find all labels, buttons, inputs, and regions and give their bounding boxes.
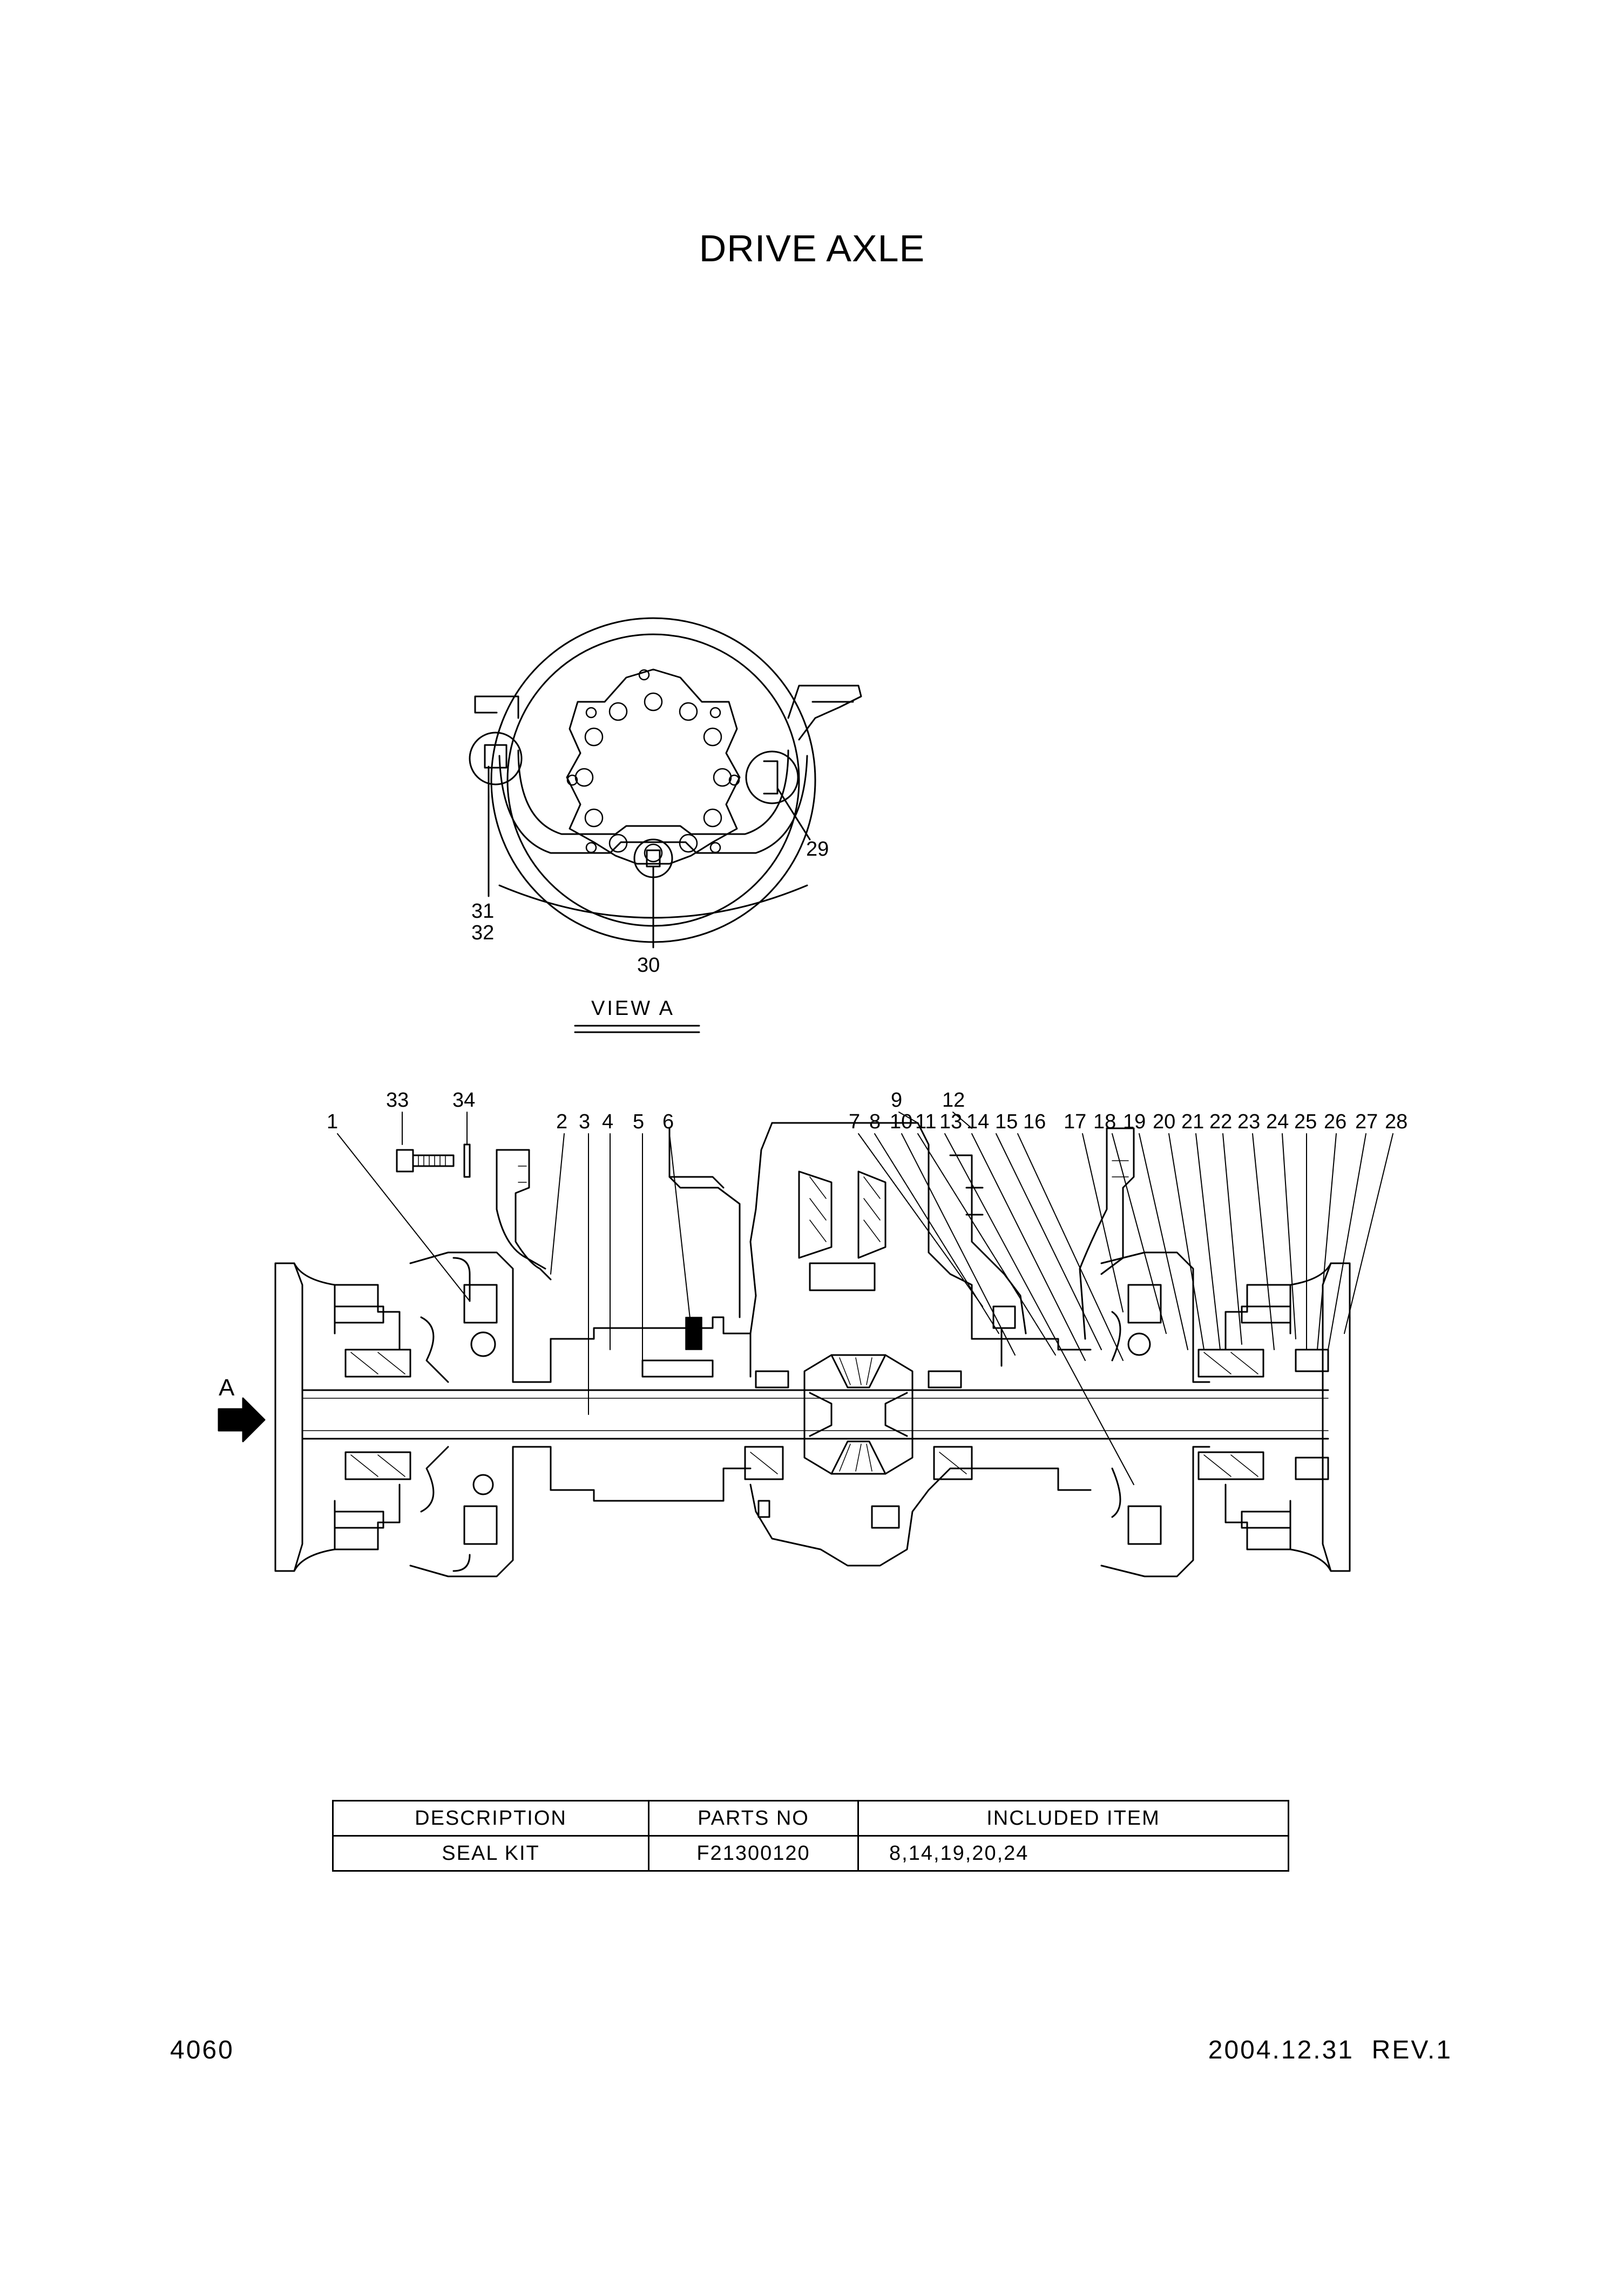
callout-18: 18 [1093,1110,1116,1133]
callout-20: 20 [1153,1110,1175,1133]
page-number: 4060 [170,2036,234,2064]
view-arrow-icon [218,1397,266,1443]
callout-10: 10 [890,1110,912,1133]
callout-13: 13 [939,1110,962,1133]
col-header-description: DESCRIPTION [332,1800,649,1837]
callout-34: 34 [452,1089,475,1112]
callout-12: 12 [942,1089,965,1112]
callout-8: 8 [869,1110,881,1133]
view-a-callout-31: 31 [471,900,494,923]
callout-6: 6 [662,1110,674,1133]
view-a-callout-29: 29 [806,838,829,861]
col-header-parts-no: PARTS NO [648,1800,859,1837]
callout-16: 16 [1023,1110,1046,1133]
callout-17: 17 [1064,1110,1086,1133]
page-title: DRIVE AXLE [699,227,925,269]
callout-24: 24 [1266,1110,1289,1133]
callout-5: 5 [633,1110,644,1133]
callout-28: 28 [1385,1110,1408,1133]
view-arrow-label: A [219,1374,235,1401]
view-a-callout-32: 32 [471,922,494,944]
cell-parts-no: F21300120 [648,1835,859,1872]
callout-11: 11 [915,1110,936,1133]
cell-included-item: 8,14,19,20,24 [857,1835,1289,1872]
callout-27: 27 [1355,1110,1378,1133]
view-a-callout-30: 30 [637,954,660,977]
callout-3: 3 [579,1110,590,1133]
callout-25: 25 [1294,1110,1317,1133]
main-section-drawing: A [218,1089,1408,1577]
view-a-label: VIEW A [591,997,675,1020]
callout-22: 22 [1209,1110,1232,1133]
parts-table: DESCRIPTION PARTS NO INCLUDED ITEM SEAL … [332,1800,1289,1872]
col-header-included-item: INCLUDED ITEM [857,1800,1289,1837]
cell-description: SEAL KIT [332,1835,649,1872]
callout-15: 15 [995,1110,1018,1133]
table-header-row: DESCRIPTION PARTS NO INCLUDED ITEM [332,1800,1289,1837]
table-row: SEAL KIT F21300120 8,14,19,20,24 [332,1835,1289,1872]
callout-7: 7 [849,1110,860,1133]
callout-33: 33 [386,1089,409,1112]
callout-23: 23 [1237,1110,1260,1133]
callout-2: 2 [556,1110,567,1133]
callout-1: 1 [327,1110,338,1133]
callout-21: 21 [1181,1110,1204,1133]
callout-9: 9 [891,1089,902,1112]
callout-19: 19 [1123,1110,1146,1133]
callout-4: 4 [602,1110,613,1133]
revision-date: 2004.12.31 REV.1 [1208,2036,1452,2064]
view-a-drawing: 29 30 31 32 VIEW A [469,617,862,1033]
callout-26: 26 [1324,1110,1346,1133]
callout-14: 14 [966,1110,989,1133]
